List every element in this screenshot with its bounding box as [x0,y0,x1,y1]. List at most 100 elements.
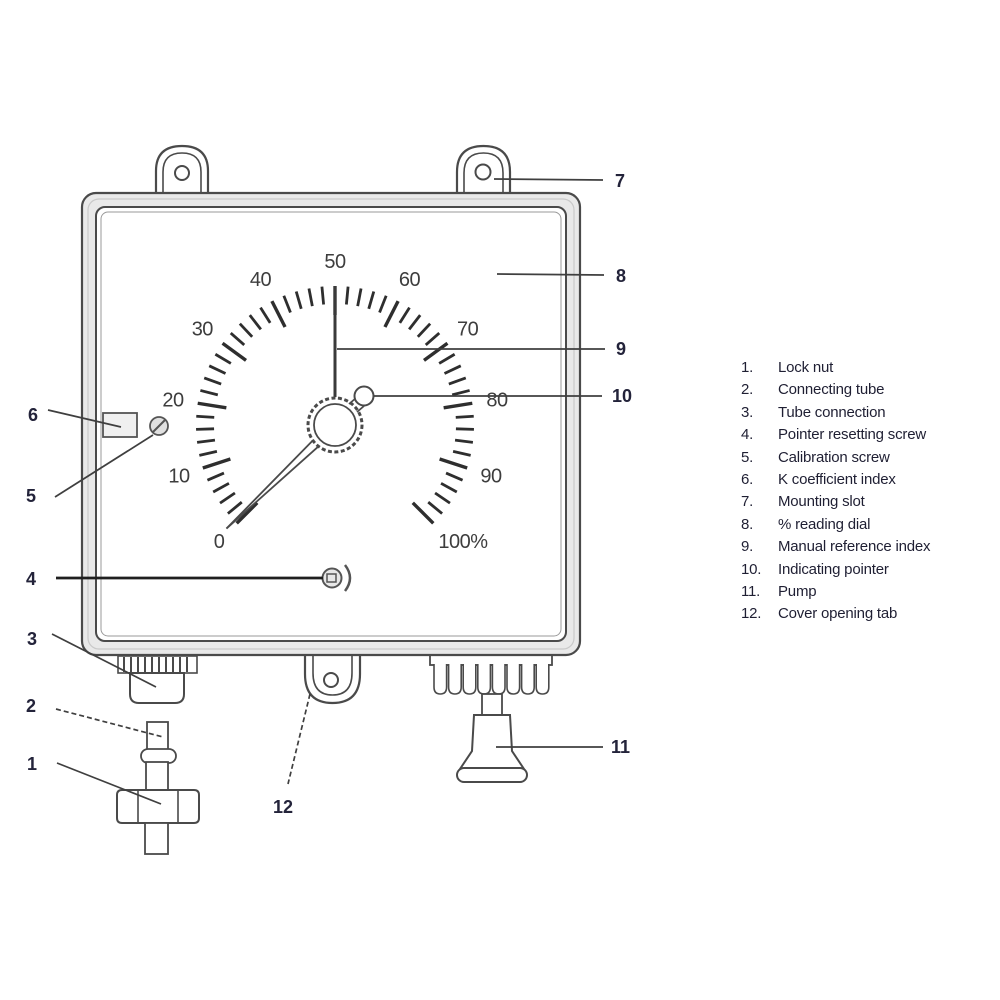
dial-tick [219,491,236,505]
legend-number: 7. [741,493,754,511]
callout-10: 10 [612,386,632,406]
dial-tick [427,501,443,515]
pointer-hub [306,396,364,454]
legend-item: 11.Pump [741,581,971,603]
legend-label: Connecting tube [778,381,885,399]
legend-item: 12. Cover opening tab [741,603,971,625]
dial-tick [259,306,272,324]
dial-scale-number: 20 [162,389,184,411]
dial-tick [196,414,215,419]
dial-scale-number: 80 [486,389,508,411]
leader-lines [47,178,605,805]
dial-tick [214,353,232,365]
dial-tick [416,322,432,338]
dial-tick [307,288,314,307]
legend-item: 1.Lock nut [741,357,971,379]
legend-number: 12. [741,605,762,623]
lock-nut [116,789,200,855]
legend-number: 5. [741,448,754,466]
cover-opening-tab [303,647,362,705]
dial-scale-number: 30 [192,319,214,341]
indicating-pointer [225,443,322,530]
legend-item: 7.Mounting slot [741,491,971,513]
leader-5 [54,434,154,498]
mounting-slot-left [154,144,210,202]
legend-label: Cover opening tab [778,605,898,623]
dial-tick [196,427,215,431]
leader-6 [47,409,122,428]
legend-label: % reading dial [778,515,871,533]
dial-tick [282,295,292,314]
legend-label: Manual reference index [778,538,931,556]
dial-tick [443,401,473,410]
callout-8: 8 [616,266,626,286]
legend-item: 2.Connecting tube [741,379,971,401]
legend-item: 6.K coefficient index [741,469,971,491]
mounting-slot-right [455,144,512,202]
pointer-resetting-screw [321,564,352,592]
dial-tick [199,450,218,457]
dial-tick [408,314,422,331]
pump-bell [458,714,526,770]
dial-tick [238,322,254,338]
dial-scale-number: 60 [399,269,421,291]
legend-number: 3. [741,403,754,421]
dial-tick [454,438,474,444]
legend-number: 9. [741,538,754,556]
dial-tick [434,491,451,505]
dial-scale-number: 40 [250,269,272,291]
dial-tick [445,471,464,482]
dial-tick [398,306,411,324]
dial-tick [344,286,350,305]
dial-tick [248,314,262,331]
dial-tick [411,501,435,525]
callout-11: 11 [611,737,630,757]
dial-tick [455,414,474,419]
dial-scale-number: 100% [438,531,488,553]
legend-item: 5. Calibration screw [741,447,971,469]
dial-scale-number: 10 [168,466,190,488]
leader-7 [493,178,604,181]
dial-tick [197,401,227,410]
leader-12 [287,693,311,785]
dial-tick [235,501,259,525]
legend-item: 4.Pointer resetting screw [741,424,971,446]
dial-tick [440,482,458,494]
tube-connection [117,655,198,704]
legend-label: Pointer resetting screw [778,426,926,444]
leader-2 [55,708,164,738]
dial-scale-number: 90 [480,466,502,488]
dial-tick [206,471,225,482]
dial-tick [438,353,456,365]
callout-6: 6 [28,405,38,425]
indicating-pointer [225,437,316,530]
connecting-tube [140,721,177,792]
callout-4: 4 [26,569,36,589]
legend-label: Lock nut [778,359,834,376]
dial-tick [422,341,449,362]
legend-item: 10. Indicating pointer [741,559,971,581]
callout-5: 5 [26,486,36,506]
legend-number: 6. [741,471,754,489]
dial-tick [451,389,470,397]
dial-scale-number: 70 [457,319,479,341]
callout-12: 12 [273,797,293,817]
pump [429,653,553,783]
dial-tick [227,501,243,515]
mounting-hole-left [174,165,190,181]
dial-tick [203,376,222,386]
callout-numbers: 7 8 9 10 11 6 5 4 3 2 1 12 [26,171,632,817]
leader-1 [56,762,162,805]
legend-label: Indicating pointer [778,560,889,578]
leader-8 [496,273,605,276]
legend-label: Calibration screw [778,448,890,466]
dial-tick [320,286,326,305]
legend-number: 10. [741,560,762,578]
dial-scale-number: 50 [324,251,346,273]
cover-tab-hole [323,672,339,688]
dial-tick [356,288,363,307]
dial-tick [378,295,388,314]
